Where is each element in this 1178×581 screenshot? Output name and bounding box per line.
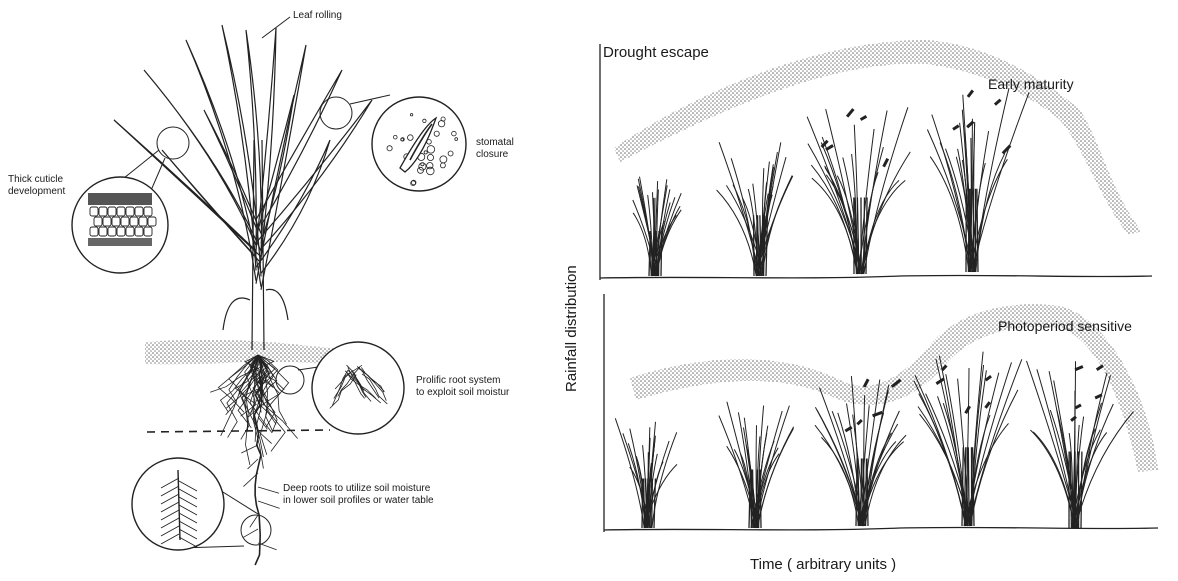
deep-root-inset	[132, 458, 224, 550]
cuticle-cross-section-inset	[72, 177, 168, 273]
stomata-inset	[372, 97, 466, 191]
drought-escape-label: Drought escape	[603, 44, 709, 61]
stomata-callout-circle-small	[320, 97, 352, 129]
photoperiod-sensitive-label: Photoperiod sensitive	[998, 318, 1132, 334]
time-axis-label: Time ( arbitrary units )	[750, 556, 896, 573]
rainfall-distribution-axis-label: Rainfall distribution	[563, 265, 580, 392]
main-root-system	[210, 355, 297, 565]
stomatal-closure-label: stomatal closure	[476, 137, 514, 160]
deep-roots-label: Deep roots to utilize soil moisture in l…	[283, 483, 434, 506]
water-table-dashed-line	[147, 430, 330, 432]
leaf-rolling-label: Leaf rolling	[293, 10, 342, 22]
cuticle-callout-circle-small	[157, 127, 189, 159]
early-maturity-label: Early maturity	[988, 76, 1074, 92]
prolific-root-label: Prolific root system to exploit soil moi…	[416, 375, 509, 398]
thick-cuticle-label: Thick cuticle development	[8, 174, 65, 197]
prolific-root-inset	[312, 342, 404, 434]
